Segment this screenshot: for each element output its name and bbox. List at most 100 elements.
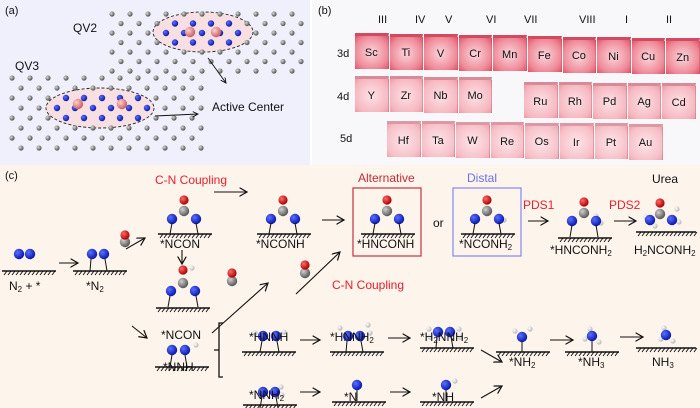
carbon-atom (153, 75, 159, 81)
nitrogen-atom (116, 114, 124, 122)
nitrogen-atom (198, 29, 206, 37)
carbon-atom (171, 75, 177, 81)
metal-atom (210, 26, 222, 38)
element-cell-fe: Fe (528, 36, 562, 72)
species-hnnh2: *HNNH2 (330, 330, 374, 345)
nitrogen-atom (190, 213, 202, 225)
carbon-atom (118, 58, 124, 65)
carbon-atom (180, 125, 186, 131)
arrow-to-ncon (125, 238, 145, 250)
alternative-label: Alternative (358, 171, 415, 185)
hydrogen-atom (193, 342, 199, 348)
arrow-hnnh-to-hnconh (295, 252, 340, 295)
nitrogen-atom (98, 114, 106, 122)
nitrogen-atom (666, 214, 678, 226)
hydrogen-atom (281, 329, 287, 335)
surface-hnnh (242, 351, 296, 357)
carbon-atom (253, 30, 259, 36)
surface-hnconh2 (558, 237, 612, 243)
surface-bond (259, 340, 263, 353)
carbon-atom (280, 58, 286, 65)
carbon-atom (127, 11, 133, 17)
carbon-atom (136, 20, 142, 27)
element-cell-zn: Zn (666, 38, 700, 75)
surface-bond (276, 340, 280, 353)
carbon-atom (36, 85, 42, 91)
carbon-atom (163, 68, 169, 74)
carbon-atom (54, 145, 60, 151)
element-cell-v: V (424, 34, 458, 71)
species-nnh: *NNH (163, 360, 194, 374)
species-nconh: *NCONH (256, 237, 305, 251)
hydrogen-atom (457, 334, 463, 340)
arrow-n2-to-nnh (131, 325, 147, 338)
carbon-atom (109, 68, 115, 74)
oxygen-atom (300, 260, 310, 270)
species-nh2: *NH2 (509, 355, 536, 370)
hydrogen-atom (365, 322, 371, 328)
carbon-atom (109, 11, 115, 17)
urea-label: Urea (652, 172, 679, 186)
species-h2nnh2: *H2NNH2 (420, 330, 469, 345)
hydrogen-atom (670, 338, 676, 344)
hydrogen-atom (252, 330, 258, 336)
nitrogen-atom (80, 114, 88, 122)
nitrogen-atom (207, 20, 215, 27)
nitrogen-atom (189, 285, 201, 297)
element-cell-hf: Hf (387, 121, 421, 157)
nitrogen-atom (644, 214, 656, 226)
hydrogen-atom (367, 330, 373, 336)
branch-bracket (214, 322, 223, 378)
carbon-atom (654, 208, 666, 220)
surface-nh3 (565, 351, 619, 357)
nitrogen-atom (566, 215, 578, 227)
carbon-atom (198, 105, 204, 111)
nitrogen-atom (143, 104, 151, 112)
element-cell-os: Os (525, 122, 559, 159)
nitrogen-atom (166, 213, 178, 225)
carbon-atom (190, 58, 196, 65)
period-label-4d: 4d (337, 91, 350, 103)
nitrogen-atom (354, 330, 366, 342)
or-label: or (433, 216, 444, 230)
hydrogen-atom (278, 384, 284, 390)
group-header: IV (415, 14, 426, 26)
carbon-atom (108, 125, 114, 131)
surface-n (332, 401, 386, 407)
carbon-atom (289, 11, 295, 17)
hydrogen-atom (527, 326, 533, 332)
carbon-atom (199, 11, 205, 17)
carbon-atom (217, 11, 223, 17)
carbon-atom (244, 20, 250, 27)
carbon-atom (178, 205, 190, 217)
hydrogen-atom (674, 206, 680, 212)
carbon-atom (54, 125, 60, 131)
carbon-atom (153, 95, 159, 101)
arrow-ncon-lower-to-nconh (211, 283, 268, 334)
carbon-atom (81, 135, 87, 141)
hydrogen-atom (512, 328, 518, 334)
carbon-atom (154, 58, 160, 65)
nitrogen-atom (586, 330, 598, 342)
surface-nnh2 (243, 404, 297, 408)
carbon-atom (253, 11, 259, 17)
hydrogen-atom (189, 265, 195, 271)
carbon-atom (127, 68, 133, 74)
oxygen-atom (382, 195, 392, 205)
surface-bond (195, 222, 199, 235)
carbon-atom (171, 115, 177, 121)
carbon-atom (153, 135, 159, 141)
carbon-atom (126, 125, 132, 131)
panel-a-structures: (a) QV2 QV3 Active Center (0, 0, 310, 165)
hydrogen-atom (426, 326, 432, 332)
qv3-graphene-sheet (9, 75, 204, 151)
nitrogen-atom (590, 215, 602, 227)
oxygen-atom (278, 195, 288, 205)
carbon-atom (36, 105, 42, 111)
carbon-atom (262, 39, 268, 46)
arrow-nh-to-nh2 (480, 386, 502, 399)
surface-bond (169, 222, 173, 235)
element-cell-mo: Mo (458, 76, 493, 113)
nitrogen-atom (13, 248, 25, 260)
